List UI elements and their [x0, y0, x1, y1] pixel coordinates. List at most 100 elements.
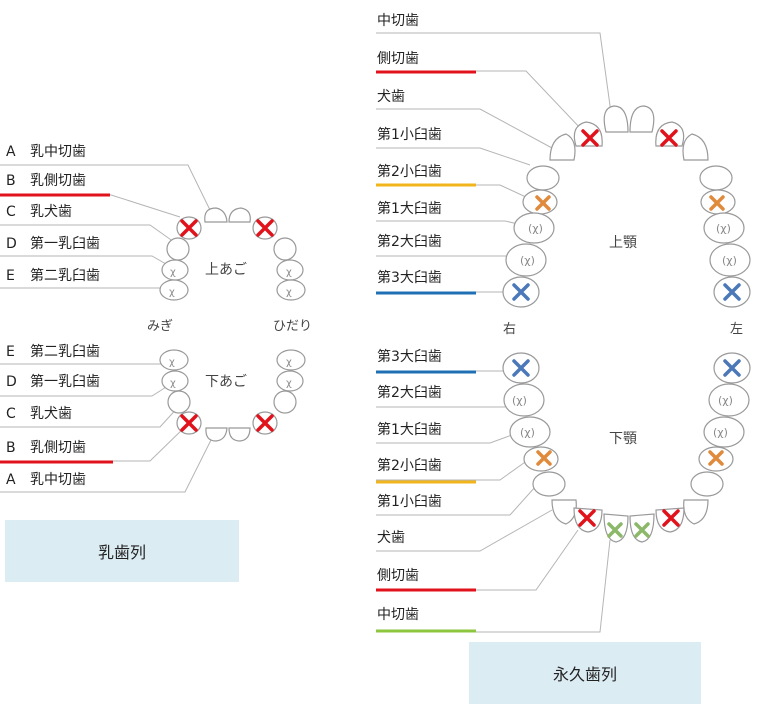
tooth-icon — [526, 165, 560, 191]
tooth-icon — [699, 165, 733, 191]
svg-text:(χ): (χ) — [716, 222, 731, 235]
tooth-icon — [549, 133, 576, 161]
primary-upper-cross-marks — [180, 219, 274, 237]
label-text: 乳中切歯 — [30, 472, 86, 488]
primary-upper-molar-marks: χ χ χ χ — [169, 267, 292, 298]
primary-lower-label-d: D 第一乳臼歯 — [6, 373, 100, 390]
tooth-icon — [159, 349, 189, 371]
svg-text:(χ): (χ) — [520, 426, 535, 439]
label-letter: E — [6, 344, 15, 360]
label-letter: D — [6, 374, 17, 390]
perm-upper-label-first-molar: 第1大臼歯 — [377, 200, 442, 217]
label-letter: A — [6, 472, 16, 488]
primary-lower-arch — [159, 349, 306, 442]
permanent-right-side-label: 右 — [503, 322, 516, 337]
label-text: 第一乳臼歯 — [30, 373, 100, 390]
label-text: 乳犬歯 — [30, 406, 72, 422]
perm-lower-label-third-molar: 第3大臼歯 — [377, 348, 442, 365]
svg-text:(χ): (χ) — [528, 222, 543, 235]
primary-upper-label-c: C 乳犬歯 — [6, 204, 72, 220]
primary-upper-jaw-label: 上あご — [205, 262, 247, 278]
perm-upper-label-lateral-incisor: 側切歯 — [377, 51, 419, 67]
label-letter: D — [6, 236, 17, 252]
label-text: 乳側切歯 — [30, 173, 86, 189]
perm-upper-label-second-molar: 第2大臼歯 — [377, 233, 442, 250]
tooth-icon — [629, 105, 655, 133]
tooth-icon — [505, 243, 547, 277]
tooth-icon — [503, 383, 545, 417]
svg-text:χ: χ — [286, 287, 292, 298]
tooth-icon — [205, 427, 228, 442]
permanent-upper-jaw-label: 上顎 — [609, 235, 637, 251]
primary-caption: 乳歯列 — [97, 543, 146, 562]
primary-lower-jaw-label: 下あご — [205, 374, 247, 390]
tooth-icon — [276, 279, 306, 301]
primary-caption-box: 乳歯列 — [5, 520, 239, 582]
tooth-icon — [276, 370, 304, 392]
label-text: 第一乳臼歯 — [30, 235, 100, 252]
svg-text:(χ): (χ) — [520, 254, 535, 267]
primary-upper-label-d: D 第一乳臼歯 — [6, 235, 100, 252]
perm-lower-label-first-premolar: 第1小臼歯 — [377, 493, 442, 510]
primary-upper-label-e: E 第二乳臼歯 — [6, 267, 100, 284]
permanent-upper-cross-marks — [512, 129, 741, 301]
tooth-icon — [708, 383, 750, 417]
primary-lower-label-e: E 第二乳臼歯 — [6, 343, 100, 360]
svg-text:(χ): (χ) — [722, 254, 737, 267]
perm-lower-label-second-molar: 第2大臼歯 — [377, 384, 442, 401]
svg-text:χ: χ — [286, 378, 292, 389]
tooth-icon — [683, 499, 709, 525]
tooth-icon — [204, 207, 228, 223]
label-letter: B — [6, 173, 16, 189]
perm-upper-label-canine: 犬歯 — [377, 89, 405, 105]
permanent-upper-molar-marks: (χ) (χ) (χ) (χ) — [520, 222, 737, 267]
primary-left-side-label: ひだり — [273, 319, 312, 334]
label-text: 乳側切歯 — [30, 440, 86, 456]
permanent-caption: 永久歯列 — [552, 665, 617, 684]
perm-lower-label-lateral-incisor: 側切歯 — [377, 568, 419, 584]
primary-upper-label-b: B 乳側切歯 — [6, 173, 86, 189]
permanent-left-side-label: 左 — [730, 322, 743, 337]
label-text: 第二乳臼歯 — [30, 267, 100, 284]
perm-lower-label-second-premolar: 第2小臼歯 — [377, 457, 442, 474]
tooth-icon — [273, 237, 297, 261]
perm-upper-label-first-premolar: 第1小臼歯 — [377, 126, 442, 143]
permanent-lower-arch — [502, 352, 751, 543]
tooth-icon — [509, 416, 551, 448]
label-letter: A — [6, 144, 16, 160]
tooth-icon — [228, 207, 251, 223]
primary-dentition: A 乳中切歯 B 乳側切歯 C 乳犬歯 D 第一乳臼歯 E 第二乳臼歯 — [0, 144, 312, 493]
svg-text:(χ): (χ) — [718, 394, 733, 407]
primary-lower-label-a: A 乳中切歯 — [6, 472, 86, 488]
svg-text:χ: χ — [170, 267, 176, 278]
permanent-lower-molar-marks: (χ) (χ) (χ) (χ) — [512, 394, 733, 439]
tooth-icon — [603, 105, 629, 133]
perm-upper-label-third-molar: 第3大臼歯 — [377, 269, 442, 286]
tooth-icon — [228, 427, 251, 442]
label-text: 乳犬歯 — [30, 204, 72, 220]
perm-upper-label-central-incisor: 中切歯 — [377, 13, 419, 29]
primary-lower-molar-marks: χ χ χ χ — [169, 357, 292, 389]
label-letter: E — [6, 268, 15, 284]
tooth-icon — [273, 390, 297, 414]
svg-text:(χ): (χ) — [713, 426, 728, 439]
permanent-caption-box: 永久歯列 — [469, 642, 701, 704]
perm-lower-label-first-molar: 第1大臼歯 — [377, 421, 442, 438]
tooth-icon — [159, 279, 189, 301]
primary-lower-label-b: B 乳側切歯 — [6, 440, 86, 456]
svg-text:χ: χ — [169, 287, 175, 298]
tooth-icon — [709, 243, 751, 277]
primary-right-side-label: みぎ — [147, 319, 173, 334]
primary-lower-cross-marks — [180, 414, 274, 432]
tooth-icon — [682, 133, 709, 161]
perm-upper-label-second-premolar: 第2小臼歯 — [377, 163, 442, 180]
tooth-icon — [532, 471, 566, 497]
label-letter: B — [6, 440, 16, 456]
label-letter: C — [6, 204, 16, 220]
svg-text:χ: χ — [286, 357, 292, 368]
svg-text:χ: χ — [169, 357, 175, 368]
label-letter: C — [6, 406, 16, 422]
svg-text:χ: χ — [286, 267, 292, 278]
tooth-icon — [166, 237, 190, 261]
